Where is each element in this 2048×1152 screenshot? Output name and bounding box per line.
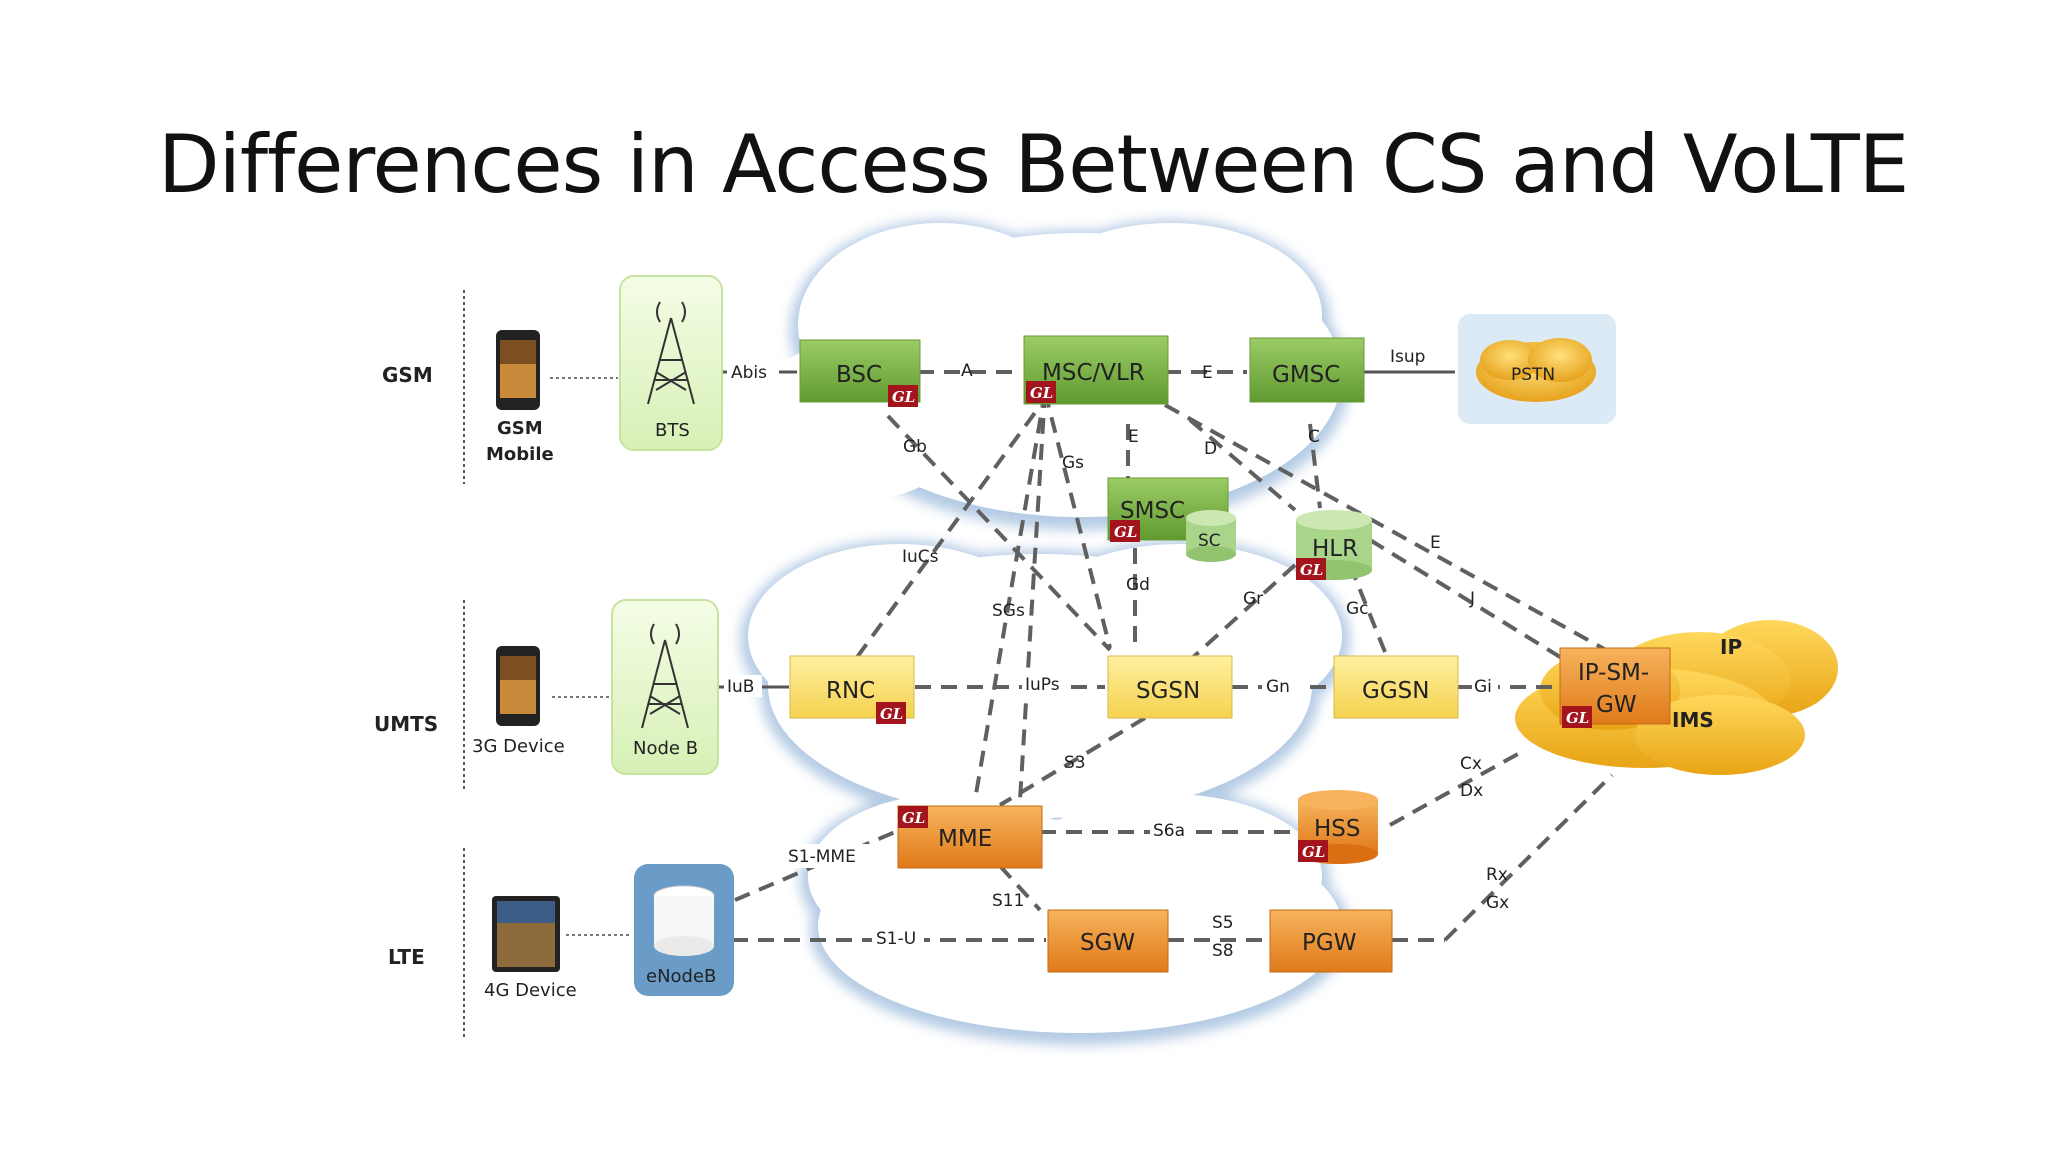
3g-device: 3G Device — [472, 646, 565, 757]
iface-s1-mme: S1-MME — [788, 847, 856, 867]
row-label-umts: UMTS — [374, 712, 438, 736]
pgw-node: PGW — [1269, 909, 1393, 973]
gmsc-label: GMSC — [1272, 362, 1340, 388]
bsc-label: BSC — [836, 362, 882, 388]
ip-sm-gw-node: IP-SM- GW GL — [1559, 647, 1671, 728]
ggsn-label: GGSN — [1362, 678, 1429, 704]
pgw-label: PGW — [1302, 930, 1356, 956]
iface-d: D — [1204, 439, 1217, 459]
sc-label: SC — [1198, 531, 1221, 551]
iface-iups: IuPs — [1025, 675, 1060, 695]
iface-s5: S5 — [1212, 913, 1234, 933]
enodeb-node: eNodeB — [634, 864, 734, 996]
iface-gn: Gn — [1266, 677, 1290, 697]
msc-vlr-label: MSC/VLR — [1042, 360, 1145, 386]
gsm-mobile-device: GSM Mobile — [486, 330, 554, 465]
iface-s6a: S6a — [1153, 821, 1185, 841]
gl-badge: GL — [1302, 843, 1325, 861]
4g-device: 4G Device — [484, 896, 577, 1001]
iface-dx: Dx — [1460, 781, 1483, 801]
iface-sgs: SGs — [992, 601, 1025, 621]
gl-badge: GL — [1566, 709, 1589, 727]
gmsc-node: GMSC — [1249, 337, 1365, 403]
iface-gr: Gr — [1243, 589, 1263, 609]
iface-e-ip: E — [1430, 533, 1441, 553]
row-label-lte: LTE — [388, 945, 425, 969]
bts-label: BTS — [655, 420, 690, 441]
ip-sm-gw-label-line2: GW — [1596, 692, 1637, 718]
gl-badge: GL — [1030, 384, 1053, 402]
iface-gb: Gb — [903, 437, 927, 457]
iface-abis: Abis — [731, 363, 767, 383]
page-title: Differences in Access Between CS and VoL… — [158, 118, 1909, 211]
iface-isup: Isup — [1390, 347, 1425, 367]
gl-badge: GL — [1114, 523, 1137, 541]
enodeb-label: eNodeB — [646, 966, 716, 987]
sgw-node: SGW — [1047, 909, 1169, 973]
iface-a: A — [961, 361, 973, 381]
iface-gc: Gc — [1346, 599, 1369, 619]
hlr-node: HLR GL — [1296, 510, 1372, 580]
iface-s11: S11 — [992, 891, 1024, 911]
row-label-gsm: GSM — [382, 363, 433, 387]
iface-e-msc-gmsc: E — [1202, 363, 1213, 383]
device-label-lte: 4G Device — [484, 980, 577, 1001]
device-label-gsm-line1: GSM — [497, 418, 543, 439]
ggsn-node: GGSN — [1333, 655, 1459, 719]
hss-label: HSS — [1314, 816, 1361, 842]
tower-icon — [641, 623, 689, 729]
gl-badge: GL — [902, 809, 925, 827]
interface-labels: Abis A E Isup Gb Gs E D C IuCs Gd Gr Gc … — [724, 347, 1509, 961]
gl-badge: GL — [892, 388, 915, 406]
device-label-umts: 3G Device — [472, 736, 565, 757]
iface-j: J — [1469, 589, 1475, 609]
bts-node: BTS — [619, 275, 723, 451]
mme-node: MME GL — [897, 805, 1043, 869]
nodeb-label: Node B — [633, 738, 698, 759]
iface-gx: Gx — [1486, 893, 1509, 913]
rnc-label: RNC — [826, 678, 875, 704]
iface-gs: Gs — [1062, 453, 1084, 473]
iface-s3: S3 — [1064, 753, 1086, 773]
sc-node: SC — [1186, 510, 1236, 562]
iface-rx: Rx — [1486, 865, 1508, 885]
iface-iub: IuB — [727, 677, 754, 697]
smsc-node: SMSC GL — [1107, 477, 1229, 542]
hss-node: HSS GL — [1298, 790, 1378, 864]
iface-gd: Gd — [1126, 575, 1150, 595]
msc-vlr-node: MSC/VLR GL — [1023, 335, 1169, 405]
sgsn-node: SGSN — [1107, 655, 1233, 719]
rnc-node: RNC GL — [789, 655, 915, 724]
pstn-label: PSTN — [1511, 365, 1555, 385]
iface-cx: Cx — [1460, 754, 1482, 774]
ims-label: IMS — [1672, 708, 1714, 732]
iface-gi: Gi — [1474, 677, 1492, 697]
ip-label: IP — [1720, 635, 1742, 659]
gl-badge: GL — [1300, 561, 1323, 579]
iface-iucs: IuCs — [902, 547, 939, 567]
pstn-node: PSTN — [1458, 314, 1616, 424]
iface-c: C — [1308, 427, 1320, 447]
iface-e-msc-smsc: E — [1128, 427, 1139, 447]
tower-icon — [647, 301, 695, 405]
sgsn-label: SGSN — [1136, 678, 1200, 704]
hlr-label: HLR — [1312, 536, 1358, 562]
bsc-node: BSC GL — [799, 339, 921, 407]
mme-label: MME — [938, 826, 992, 852]
core-cloud-group — [740, 220, 1350, 1045]
smsc-label: SMSC — [1120, 498, 1185, 524]
iface-s1-u: S1-U — [876, 929, 916, 949]
iface-s8: S8 — [1212, 941, 1234, 961]
sgw-label: SGW — [1080, 930, 1135, 956]
ip-sm-gw-label-line1: IP-SM- — [1578, 660, 1649, 686]
device-label-gsm-line2: Mobile — [486, 444, 554, 465]
nodeb-node: Node B — [611, 599, 719, 775]
gl-badge: GL — [880, 705, 903, 723]
